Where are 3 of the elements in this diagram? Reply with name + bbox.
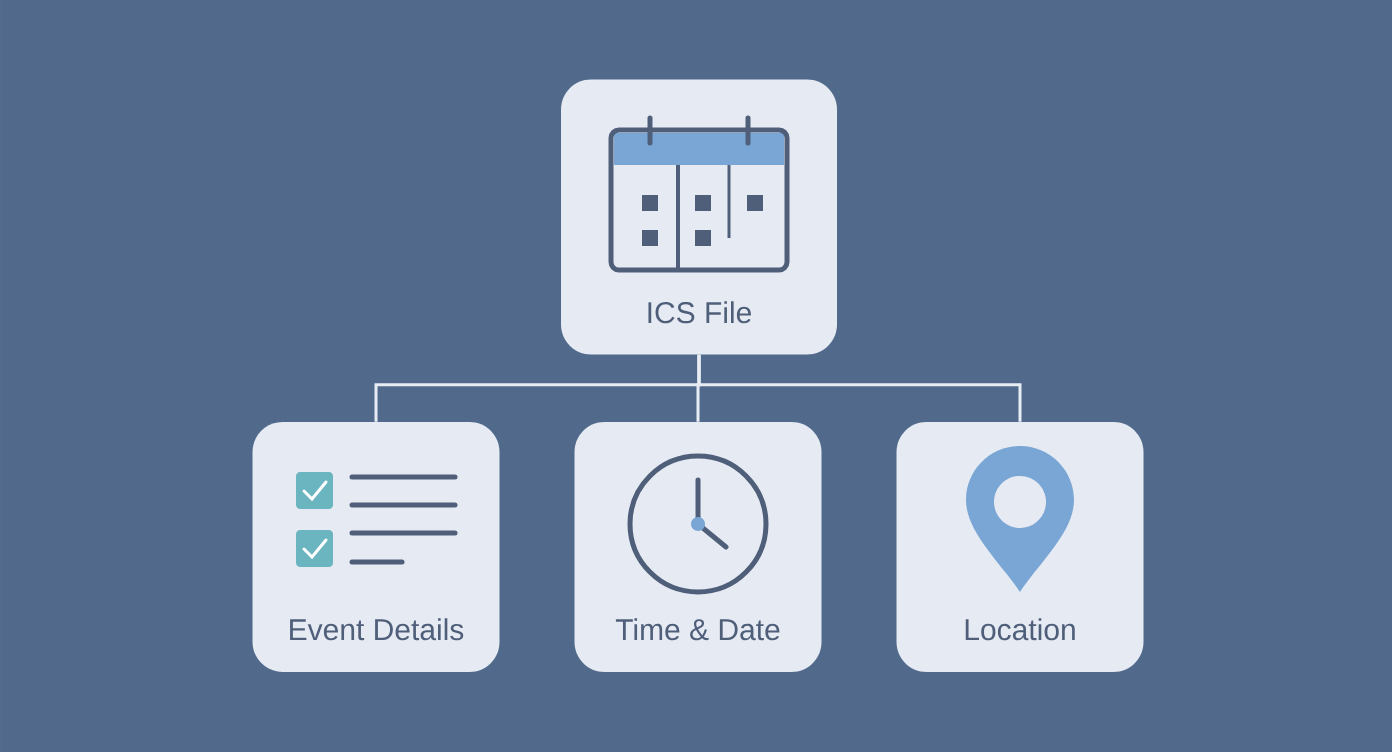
icon-card: Time & Date bbox=[574, 422, 822, 672]
connector-line bbox=[697, 354, 1022, 422]
icon-card: Event Details bbox=[252, 422, 500, 672]
